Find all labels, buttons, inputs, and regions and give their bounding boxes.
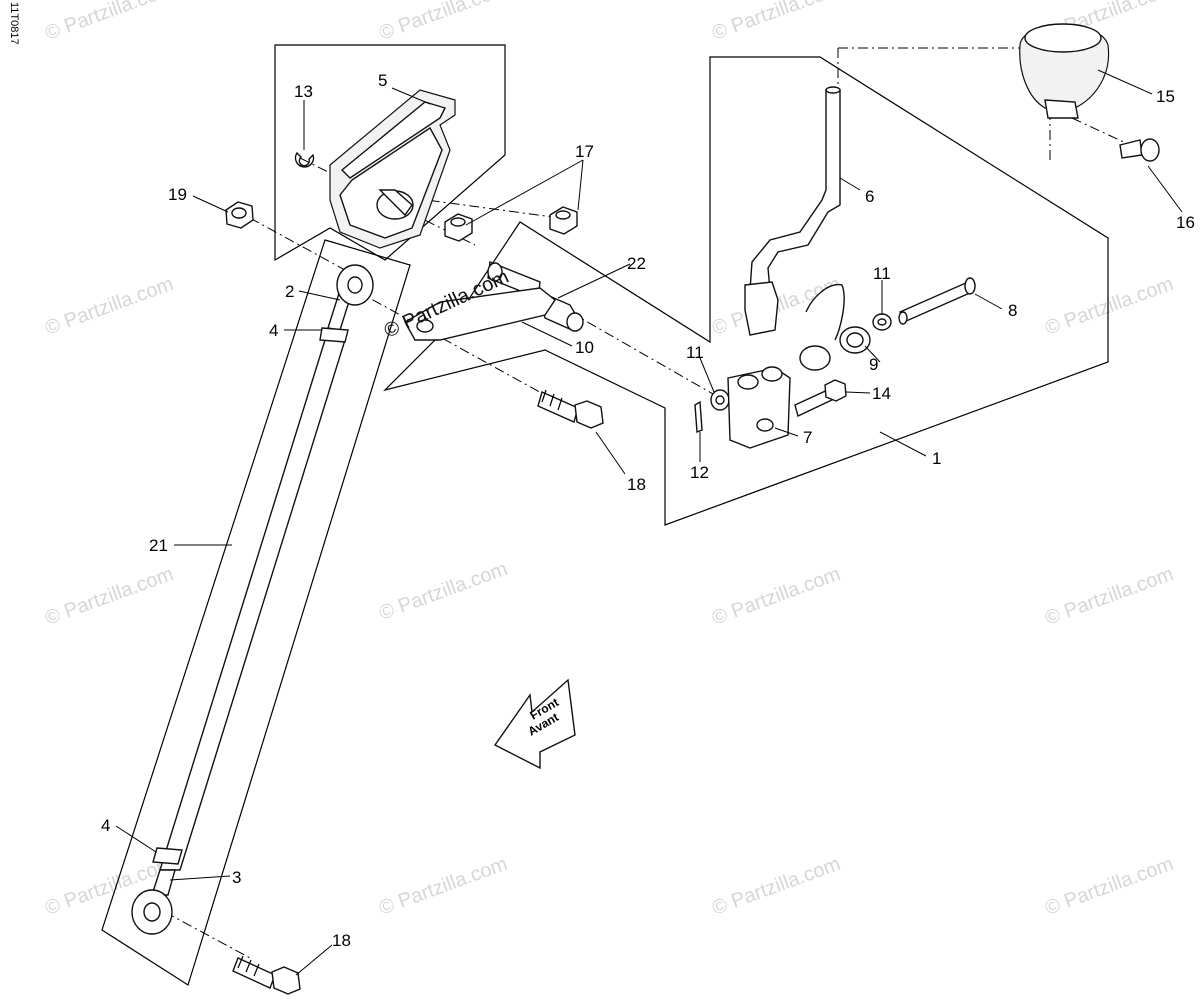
bracket-part [329,89,456,249]
callout-12: 12 [690,463,709,482]
linkage-rod-part [131,264,374,935]
pin-part [898,277,976,325]
callout-6: 6 [865,187,874,206]
callout-14: 14 [872,384,891,403]
watermark: © Partzilla.com [42,563,176,630]
callout-1: 1 [932,449,941,468]
bolt-part [232,955,301,995]
callout-16: 16 [1176,213,1195,232]
callout-13: 13 [294,82,313,101]
watermark: © Partzilla.com [376,853,510,920]
callout-10: 10 [575,338,594,357]
group-outline-bracket [274,44,506,262]
callout-19: 19 [168,185,187,204]
callout-4: 4 [101,816,110,835]
callout-22: 22 [627,254,646,273]
group-outline-rod-21 [101,239,411,986]
bolt-part [537,389,604,429]
nut-part [225,201,254,229]
callout-15: 15 [1156,87,1175,106]
callout-labels: 13 5 17 19 2 4 22 10 6 15 16 11 8 9 11 1… [101,71,1195,950]
spring-part [799,284,871,371]
watermark: © Partzilla.com [376,558,510,625]
watermark-layer: © Partzilla.com © Partzilla.com © Partzi… [42,0,1176,920]
watermark: © Partzilla.com [1042,563,1176,630]
watermark: © Partzilla.com [1042,273,1176,340]
nut-part [549,206,578,235]
callout-9: 9 [869,355,878,374]
watermark: © Partzilla.com [709,853,843,920]
group-outline-assembly-1 [383,56,1109,526]
callout-8: 8 [1008,301,1017,320]
callout-21: 21 [149,536,168,555]
washer-part [710,389,730,411]
watermark: © Partzilla.com [709,563,843,630]
diagram-ref-code: 11T0817 [8,2,20,45]
watermark: © Partzilla.com [709,0,843,45]
shift-lever-part [744,86,841,336]
callout-7: 7 [803,428,812,447]
shift-knob-part [1019,23,1110,119]
front-direction-arrow: Front Avant [493,678,576,770]
callout-18: 18 [332,931,351,950]
callout-4: 4 [269,321,278,340]
callout-18: 18 [627,475,646,494]
callout-17: 17 [575,142,594,161]
screw-part [1119,138,1160,162]
assembly-centerlines [164,47,1131,959]
callout-2: 2 [285,282,294,301]
callout-3: 3 [232,868,241,887]
clip-part [294,151,315,168]
shift-block-part [727,366,791,449]
callout-leaders [115,69,1183,976]
callout-11: 11 [686,343,704,362]
cotter-pin-part [694,400,703,434]
bolt-part [794,379,847,417]
callout-5: 5 [378,71,387,90]
watermark: © Partzilla.com [42,273,176,340]
watermark: © Partzilla.com [42,0,176,45]
link-arm-part [404,287,556,341]
washer-part [872,313,892,331]
nut-part [444,213,473,242]
callout-11: 11 [873,264,891,283]
watermark: © Partzilla.com [376,0,510,45]
watermark: © Partzilla.com [1042,853,1176,920]
